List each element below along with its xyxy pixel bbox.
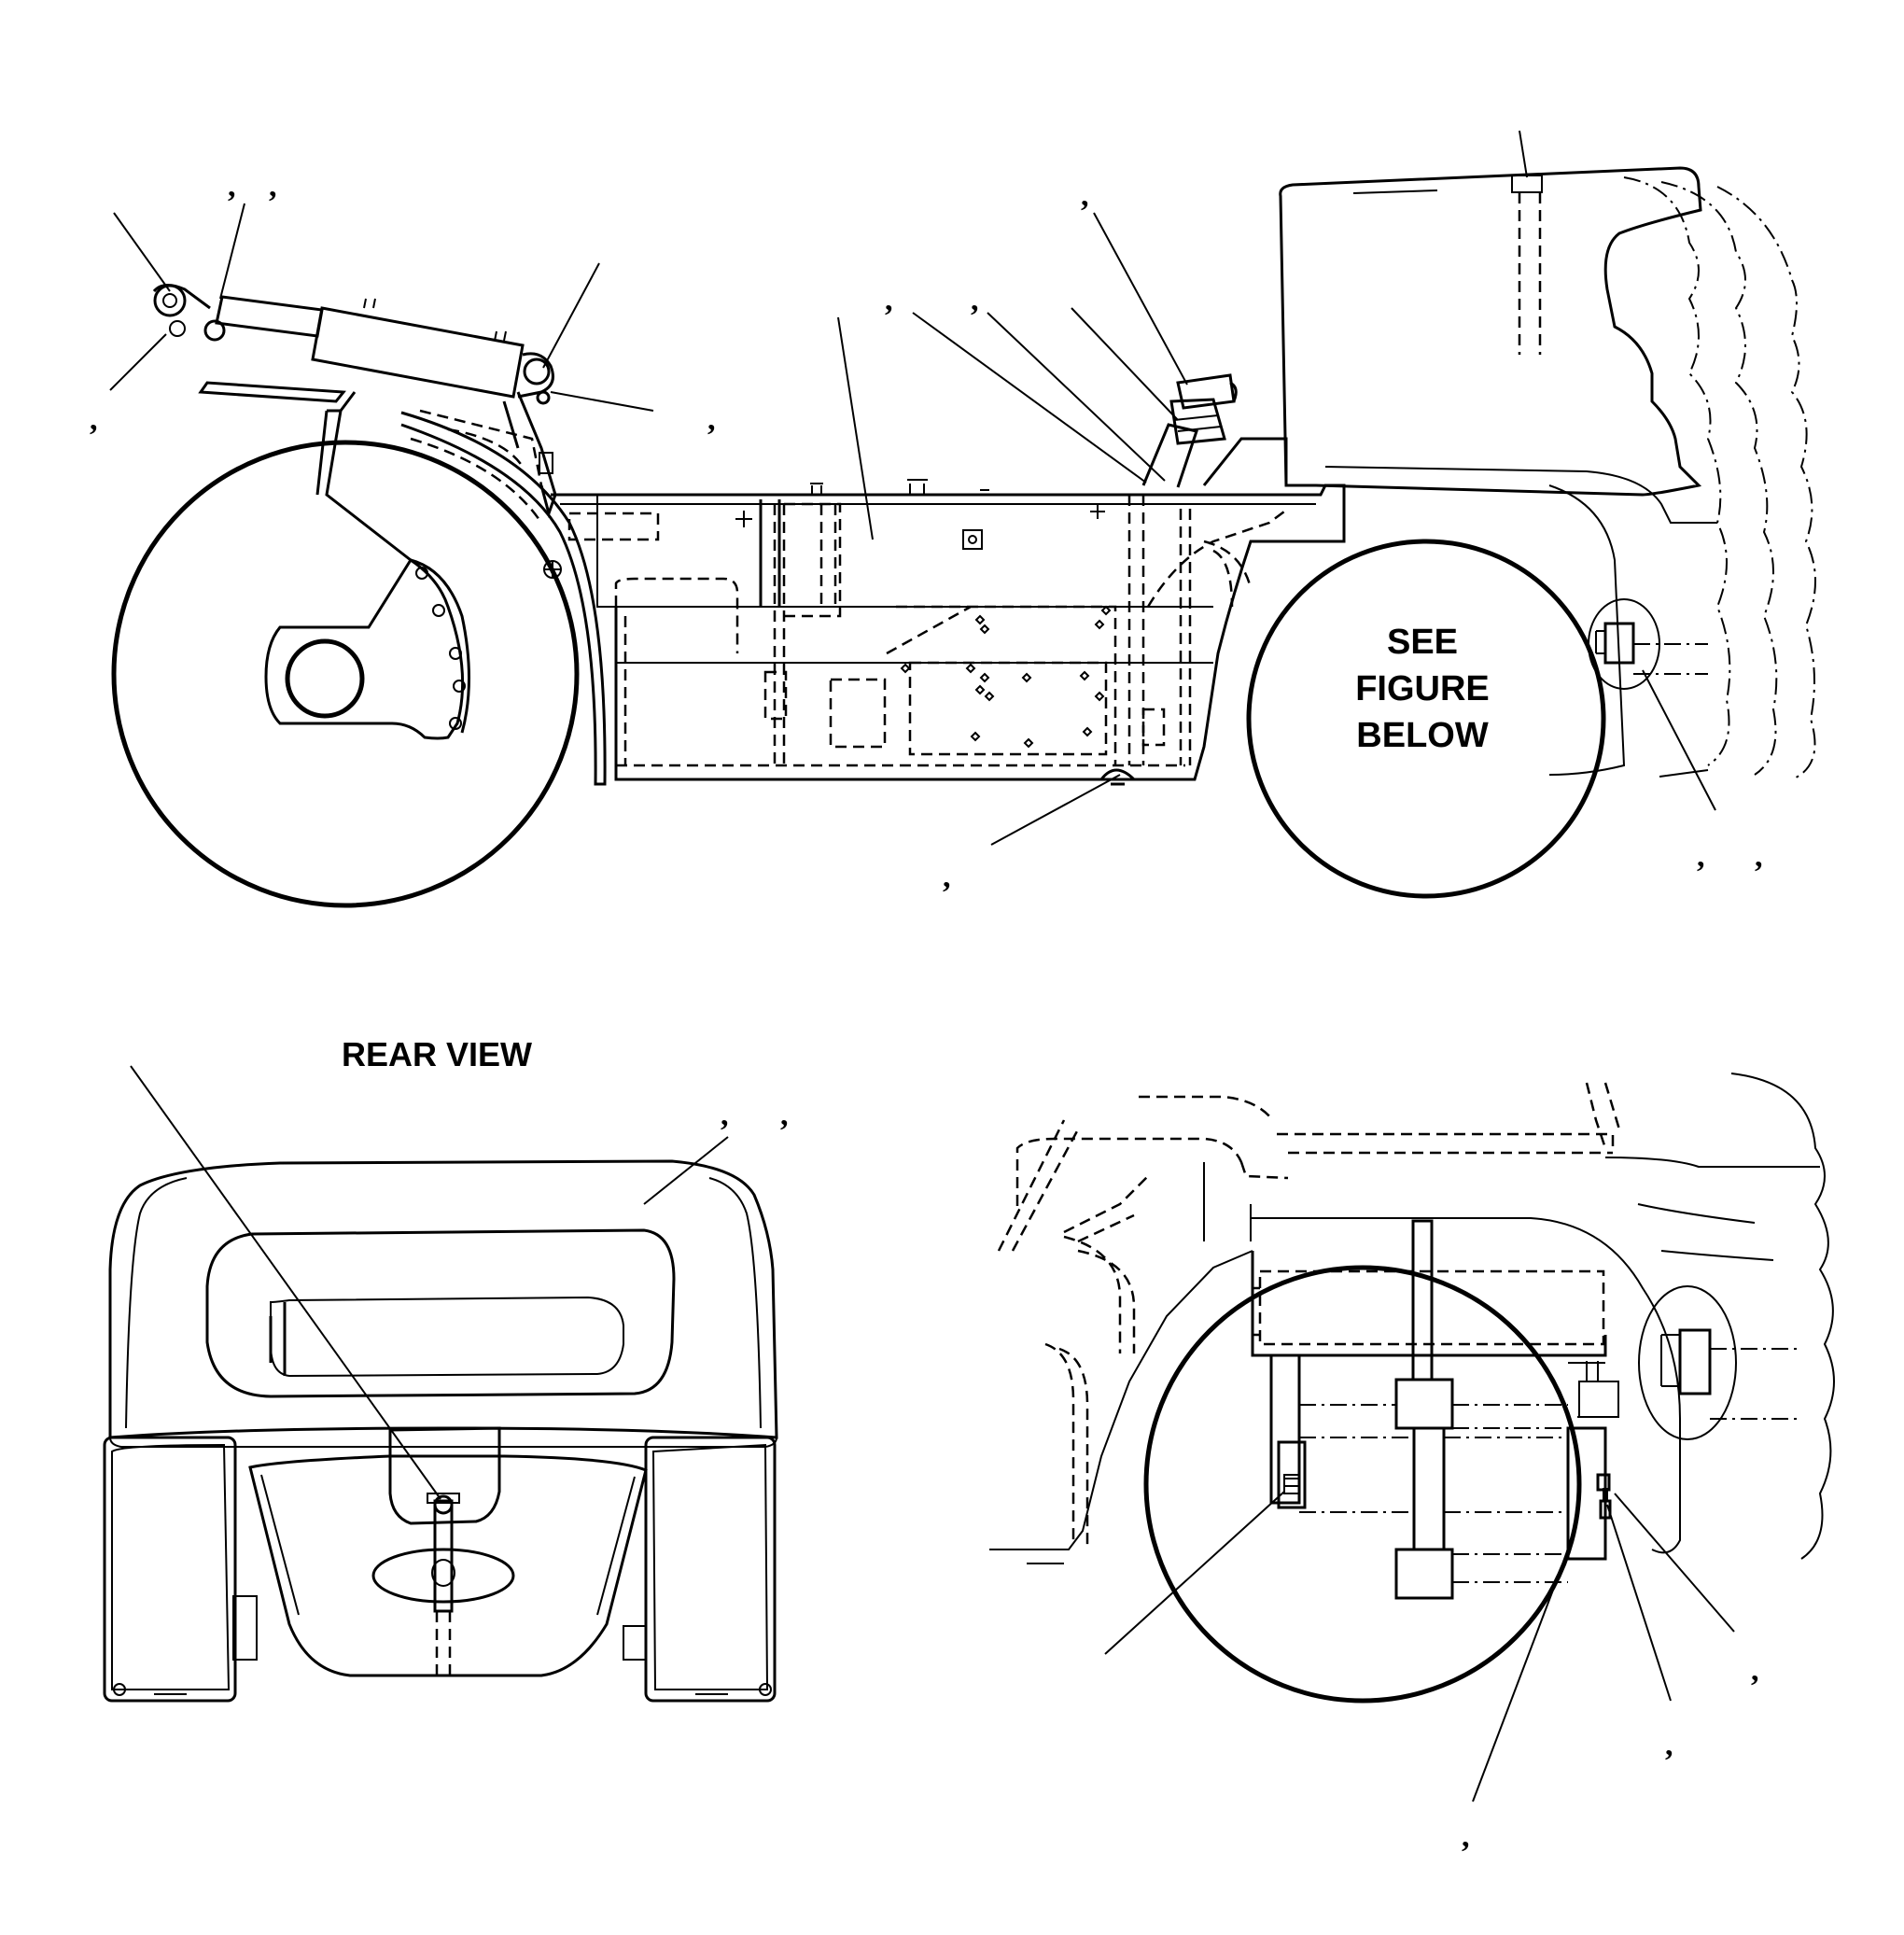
detail-bg-dashed-5 bbox=[1044, 1235, 1136, 1545]
small-box-dashed-2 bbox=[763, 670, 788, 721]
fuel-cap bbox=[1511, 175, 1543, 193]
rear-hood-outer bbox=[108, 1159, 778, 1439]
drain-plug bbox=[1099, 768, 1136, 786]
rear-view: REAR VIEW , , bbox=[103, 1035, 789, 1703]
mount-nut bbox=[539, 452, 553, 474]
ref-mark-8: , bbox=[943, 860, 951, 894]
detail-bg-dashed-1 bbox=[1015, 1095, 1289, 1206]
hub-segment bbox=[410, 558, 470, 734]
detail-bg-dashed-3 bbox=[1277, 1132, 1615, 1155]
hub-bore bbox=[285, 638, 365, 719]
top-bolts bbox=[810, 479, 989, 495]
detail-callout-circle bbox=[1246, 539, 1606, 899]
callout-line-2: FIGURE bbox=[1355, 669, 1490, 708]
front-fender-line bbox=[1324, 466, 1717, 524]
ref-mark-1: , bbox=[228, 169, 236, 203]
detail-pump-body bbox=[1412, 1426, 1446, 1551]
counterweight-slot bbox=[371, 1548, 515, 1604]
hose-dashed bbox=[1203, 540, 1253, 608]
detail-bg-line bbox=[989, 1250, 1253, 1550]
callout-line-3: BELOW bbox=[1356, 716, 1489, 755]
detail-tire-profile bbox=[1730, 1073, 1835, 1560]
pump-dashed bbox=[908, 661, 1108, 756]
detail-pump-upper bbox=[1394, 1378, 1454, 1430]
detail-leader-1 bbox=[1104, 1491, 1285, 1655]
hub-bolt-2 bbox=[432, 604, 445, 617]
leader-lines-top bbox=[109, 130, 1716, 846]
small-box-dashed bbox=[1141, 708, 1166, 747]
frame-step bbox=[759, 499, 781, 607]
detail-view: , , , bbox=[989, 1073, 1835, 1854]
hub-bolt-1 bbox=[415, 567, 428, 580]
hub-bracket bbox=[264, 557, 465, 740]
fender-inner bbox=[410, 437, 543, 524]
rear-right-panel bbox=[644, 1436, 777, 1703]
ref-mark-6: , bbox=[971, 283, 979, 317]
rear-counterweight bbox=[248, 1454, 648, 1677]
mount-dashed bbox=[419, 409, 543, 486]
rear-hood-grille bbox=[205, 1228, 676, 1398]
ref-mark-9: , bbox=[1697, 839, 1705, 874]
engine-hood bbox=[1279, 166, 1702, 497]
detail-bg-dashed-2 bbox=[997, 1119, 1149, 1252]
hub-bolt-5 bbox=[449, 717, 462, 730]
axle-detail-ellipse bbox=[1588, 598, 1660, 690]
ref-mark-14: , bbox=[1665, 1728, 1673, 1762]
ref-mark-5: , bbox=[885, 283, 893, 317]
hub-bolt-4 bbox=[453, 680, 466, 693]
frame-upper-rail bbox=[596, 495, 1213, 608]
detail-leader-4 bbox=[1614, 1493, 1735, 1633]
exhaust-stack bbox=[1141, 373, 1288, 488]
reference-marks-top: , , , , , , , , , , bbox=[90, 169, 1763, 894]
detail-pump-lower bbox=[1394, 1548, 1454, 1600]
ref-mark-11: , bbox=[721, 1098, 729, 1132]
ref-mark-3: , bbox=[90, 402, 98, 437]
scraper-blade bbox=[198, 381, 346, 403]
ref-mark-12: , bbox=[780, 1098, 789, 1132]
ref-mark-4: , bbox=[707, 402, 716, 437]
front-tire-profile-3 bbox=[1716, 186, 1816, 780]
rear-left-panel bbox=[103, 1436, 237, 1703]
ref-mark-15: , bbox=[1462, 1819, 1470, 1854]
detail-leader-2 bbox=[1472, 1530, 1576, 1802]
ref-mark-13: , bbox=[1751, 1653, 1759, 1688]
rear-leader-hood bbox=[643, 1136, 729, 1205]
lift-cylinder bbox=[152, 284, 554, 405]
detail-circle bbox=[1143, 1265, 1582, 1704]
main-frame bbox=[551, 484, 1346, 781]
ref-mark-10: , bbox=[1755, 839, 1763, 874]
side-view: SEE FIGURE BELOW , bbox=[90, 130, 1816, 908]
hitch-pin bbox=[433, 1499, 454, 1613]
ref-mark-7: , bbox=[1081, 178, 1089, 213]
rear-fender bbox=[400, 411, 607, 786]
pipe-dashed bbox=[1127, 495, 1289, 765]
tank-dashed-1 bbox=[614, 504, 1185, 767]
tank-dashed-2 bbox=[886, 605, 1117, 765]
detail-valve bbox=[1277, 1440, 1307, 1509]
detail-axle-ellipse bbox=[1638, 1285, 1737, 1440]
scraper-arm bbox=[315, 391, 412, 562]
front-tire-profile-1 bbox=[1623, 176, 1731, 766]
front-tire-profile-2 bbox=[1660, 181, 1778, 776]
ref-mark-2: , bbox=[269, 169, 277, 203]
rear-roller-wheel bbox=[111, 440, 580, 908]
hub-bolt-3 bbox=[449, 647, 462, 660]
fasteners bbox=[735, 504, 1112, 749]
hitch-bracket bbox=[388, 1426, 501, 1525]
detail-leader-3 bbox=[1606, 1504, 1672, 1702]
rear-view-title: REAR VIEW bbox=[342, 1035, 532, 1073]
detail-bg-dashed-4 bbox=[1585, 1082, 1621, 1149]
rear-leader-pin bbox=[130, 1065, 441, 1500]
exhaust-mount bbox=[1202, 437, 1288, 486]
filter-dashed bbox=[829, 678, 887, 749]
callout-line-1: SEE bbox=[1387, 623, 1458, 662]
